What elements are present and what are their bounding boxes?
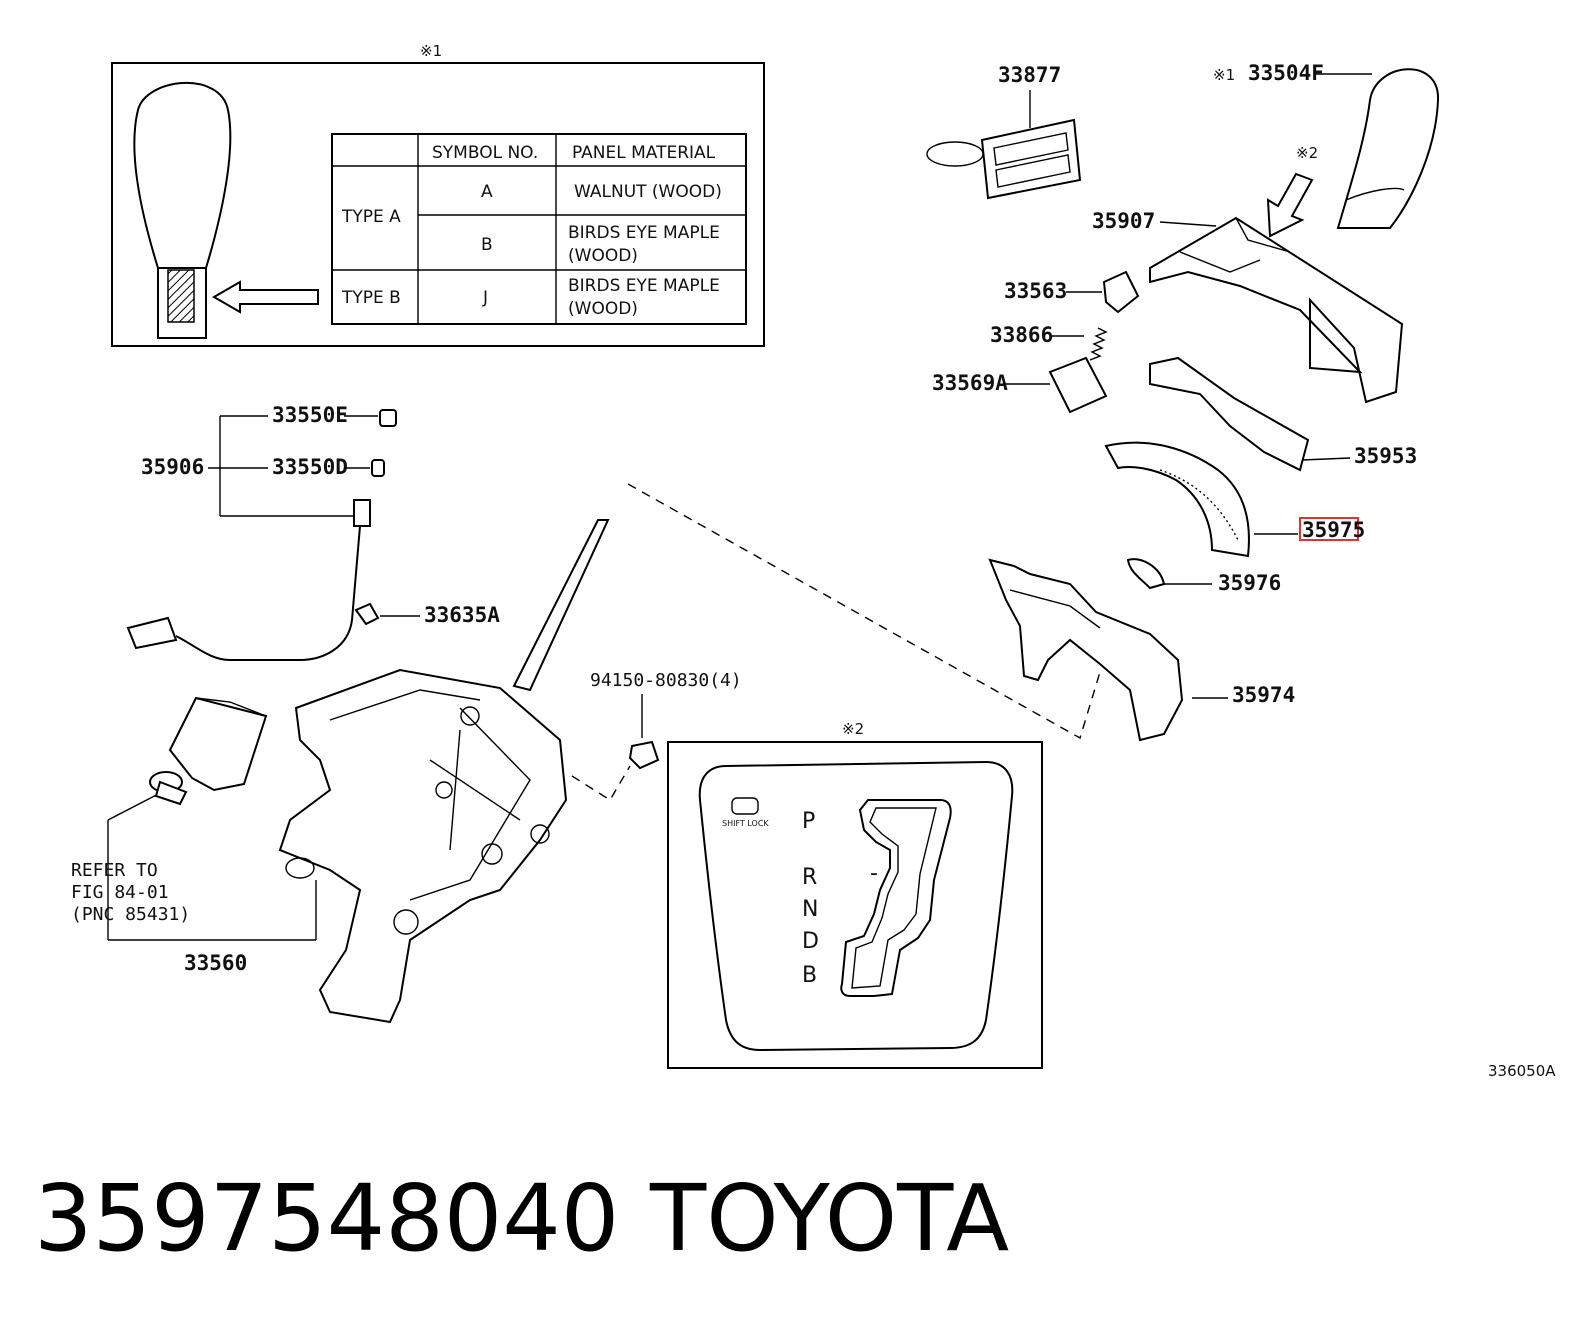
label-94150: 94150-80830(4) (590, 670, 742, 691)
label-35906: 35906 (141, 455, 204, 479)
inset2-marker: ※2 (842, 720, 864, 738)
label-35907: 35907 (1092, 209, 1155, 233)
gate-dash: - (870, 861, 878, 886)
table-symbol-j: J (482, 288, 488, 308)
arrow-left-icon (211, 280, 319, 314)
material-table: SYMBOL NO. PANEL MATERIAL TYPE A TYPE B … (331, 133, 747, 325)
table-symbol-b: B (481, 235, 493, 255)
part-33877: 33877 (926, 63, 1082, 200)
caption-brand: TOYOTA (649, 1165, 1009, 1272)
arrow-marker: ※2 (1296, 144, 1318, 162)
label-33563: 33563 (1004, 279, 1067, 303)
table-header-symbol: SYMBOL NO. (432, 143, 538, 163)
shift-lock-label: SHIFT LOCK (722, 819, 769, 828)
part-33563: 33563 (1004, 270, 1140, 314)
part-33504f-shift-knob: ※1 33504F (1213, 61, 1440, 229)
table-symbol-a: A (481, 182, 493, 202)
shift-lock-button-icon (731, 797, 759, 815)
refer-line-2: FIG 84-01 (71, 882, 169, 903)
label-33550e: 33550E (272, 403, 348, 427)
table-material-j2: (WOOD) (568, 299, 638, 319)
table-material-b2: (WOOD) (568, 246, 638, 266)
part-33560-lever-assembly: 33560 (107, 668, 568, 1024)
gate-position-d: D (802, 929, 819, 954)
label-33877: 33877 (998, 63, 1061, 87)
table-material-a: WALNUT (WOOD) (574, 182, 722, 202)
refer-line-3: (PNC 85431) (71, 904, 190, 925)
part-33635a: 33635A (354, 602, 500, 627)
part-35906-harness: 33550E 35906 33550D (126, 403, 397, 661)
inset-shift-gate: ※2 SHIFT LOCK P R - N D B (667, 720, 1043, 1069)
part-35953: 35953 (1149, 356, 1417, 472)
table-material-b1: BIRDS EYE MAPLE (568, 223, 720, 243)
label-33550d: 33550D (272, 455, 348, 479)
part-94150-nut: 94150-80830(4) (590, 670, 742, 770)
label-35976: 35976 (1218, 571, 1281, 595)
highlight-box (1299, 517, 1359, 541)
gate-position-p: P (802, 809, 815, 834)
table-material-j1: BIRDS EYE MAPLE (568, 276, 720, 296)
label-35974: 35974 (1232, 683, 1295, 707)
inset2-reference-arrow: ※2 (1266, 144, 1318, 238)
part-35975-panel: 35975 (1104, 441, 1365, 558)
part-35907-bezel: 35907 (1092, 209, 1404, 404)
gate-position-n: N (802, 897, 818, 922)
label-35975: 35975 (1302, 518, 1365, 542)
part-33866-spring: 33866 (990, 323, 1108, 361)
shift-knob-illustration (133, 81, 232, 339)
label-33866: 33866 (990, 323, 1053, 347)
label-33504f: 33504F (1248, 61, 1324, 85)
gate-position-b: B (802, 963, 817, 988)
inset-material-table: ※1 SYMBOL NO. PANEL MATERIAL TYPE A TYPE… (111, 42, 765, 347)
label-35953: 35953 (1354, 444, 1417, 468)
inset1-marker: ※1 (420, 42, 442, 60)
part-33569a: 33569A (932, 356, 1108, 414)
label-33560: 33560 (184, 951, 247, 975)
label-33635a: 33635A (424, 603, 500, 627)
table-type-b: TYPE B (341, 288, 401, 308)
gate-position-r: R (802, 865, 817, 890)
table-type-a: TYPE A (341, 207, 401, 227)
table-header-material: PANEL MATERIAL (572, 143, 716, 163)
shift-lever-rod (512, 483, 1101, 801)
label-33569a: 33569A (932, 371, 1008, 395)
figure-id: 336050A (1488, 1062, 1556, 1080)
arrow-down-icon (1266, 172, 1314, 238)
caption-part-number: 3597548040 (34, 1165, 619, 1272)
refer-line-1: REFER TO (71, 860, 158, 881)
part-35974-base: 35974 (988, 558, 1295, 742)
part-35976: 35976 (1126, 558, 1281, 595)
shift-lock-solenoid (149, 696, 268, 806)
label-33504f-marker: ※1 (1213, 66, 1235, 84)
